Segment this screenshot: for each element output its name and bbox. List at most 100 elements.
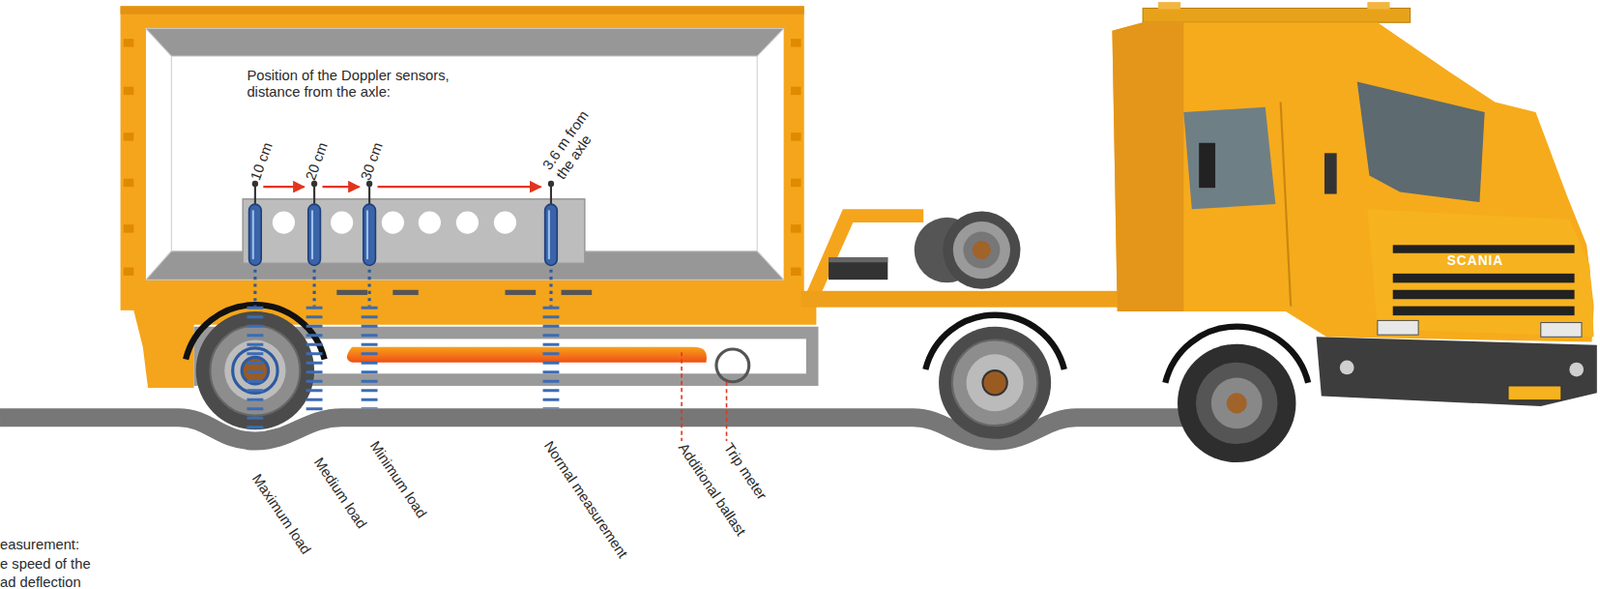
- beam-hole: [494, 210, 517, 233]
- wheel-rim: [952, 339, 1039, 426]
- dimension-label: 20 cm: [302, 140, 332, 183]
- container-stub: [790, 132, 802, 141]
- leader-line: [680, 351, 683, 441]
- headlight: [1541, 322, 1582, 338]
- note-text: e speed of the: [0, 554, 91, 572]
- measurement-label: Normal measurement: [540, 437, 631, 561]
- part-label: Trip meter: [719, 439, 769, 503]
- sensor-pin-head: [252, 180, 259, 187]
- dimension-label: 10 cm: [247, 140, 277, 183]
- doppler-beam: [306, 306, 323, 411]
- door-line: [1280, 102, 1292, 307]
- doppler-beam: [253, 269, 257, 307]
- fog-light: [1569, 362, 1584, 378]
- sensor-highlight: [252, 209, 255, 260]
- container-stub: [123, 178, 135, 187]
- wheel-fender: [925, 315, 1065, 370]
- sensor-beam: [242, 199, 585, 263]
- wheel-rim: [1211, 378, 1263, 430]
- doppler-beam: [313, 269, 317, 307]
- wheel-hub: [982, 370, 1007, 395]
- cab-body: [1111, 22, 1594, 342]
- grille-bar: [1393, 273, 1575, 283]
- sensor-pin-head: [548, 180, 554, 187]
- cab-front: [1367, 208, 1594, 337]
- container-stub: [790, 178, 802, 187]
- wheel-hub: [1226, 392, 1248, 413]
- doppler-beam: [543, 306, 560, 409]
- spare-wheel-rim: [953, 221, 1011, 279]
- chassis-slot: [392, 290, 418, 295]
- measurement-label: Medium load: [310, 454, 370, 532]
- front-bumper: [1316, 336, 1598, 407]
- sensor-pin-head: [366, 180, 373, 187]
- sensor-highlight: [311, 209, 314, 260]
- battery-box-top: [828, 257, 888, 262]
- side-mirror: [1198, 143, 1216, 188]
- note-text: Position of the Doppler sensors, distanc…: [246, 67, 492, 101]
- chassis-slot: [504, 290, 536, 295]
- measurement-label: Minimum load: [366, 437, 430, 522]
- dimension-label: 3.6 m from the axle: [539, 95, 614, 183]
- wheel-fender: [1164, 326, 1309, 383]
- grille-bar: [1393, 244, 1575, 253]
- container-frame: [120, 5, 805, 311]
- brand-text: SCANIA: [1447, 253, 1505, 269]
- container-top-rail: [120, 5, 805, 14]
- headlight: [1377, 320, 1419, 335]
- sensor-highlight: [548, 209, 551, 260]
- doppler-beam: [549, 269, 553, 307]
- doppler-beam: [368, 269, 372, 307]
- hitch-frame: [804, 208, 924, 304]
- container-stub: [790, 87, 802, 95]
- container-interior: [145, 29, 785, 281]
- chassis-slot: [561, 290, 593, 295]
- container-stub: [123, 87, 135, 95]
- measurement-label: Maximum load: [248, 470, 315, 557]
- chassis-slot: [336, 290, 368, 295]
- dimension-label: 30 cm: [357, 140, 387, 183]
- spacing-arrow: [322, 185, 360, 188]
- grille-bar: [1393, 290, 1575, 299]
- part-label: Additional ballast: [674, 439, 750, 539]
- sensor-pin-head: [311, 180, 318, 187]
- sensor-highlight: [366, 209, 369, 260]
- ballast-weight: [347, 347, 707, 363]
- wheel-rim: [966, 353, 1024, 411]
- wheel-fender: [185, 304, 325, 359]
- note-text: ad deflection: [0, 573, 82, 589]
- wheel-rim: [1195, 362, 1278, 444]
- container-stub: [123, 38, 135, 47]
- truck-rear-wheel: [938, 326, 1051, 439]
- side-mirror: [1324, 152, 1338, 194]
- roof-light-bar: [1142, 7, 1411, 23]
- container-stub: [790, 38, 802, 47]
- spare-wheel-rim: [962, 232, 1000, 269]
- leader-line: [726, 381, 728, 441]
- container-stub: [790, 224, 802, 233]
- fog-light: [1339, 360, 1355, 376]
- roof-lamp: [1367, 1, 1390, 9]
- beam-hole: [456, 210, 479, 233]
- truck-chassis: [801, 290, 1138, 308]
- note-text: easurement:: [0, 535, 80, 553]
- truck-front-wheel: [1177, 344, 1296, 463]
- beam-hole: [330, 210, 353, 233]
- doppler-sensor: [545, 203, 558, 265]
- beam-hole: [418, 210, 441, 233]
- beam-hole: [272, 210, 295, 233]
- beam-hole: [381, 210, 405, 233]
- container-stub: [790, 267, 802, 276]
- grille-bar: [1393, 306, 1575, 316]
- container-wall-edge: [171, 56, 173, 252]
- spare-wheel: [942, 210, 1020, 289]
- doppler-beam: [246, 306, 263, 430]
- roof-lamp: [1158, 1, 1181, 9]
- doppler-sensor: [308, 203, 321, 265]
- container-wall-edge: [756, 56, 758, 252]
- cab-rear-panel: [1111, 22, 1184, 312]
- doppler-sensor: [249, 203, 262, 265]
